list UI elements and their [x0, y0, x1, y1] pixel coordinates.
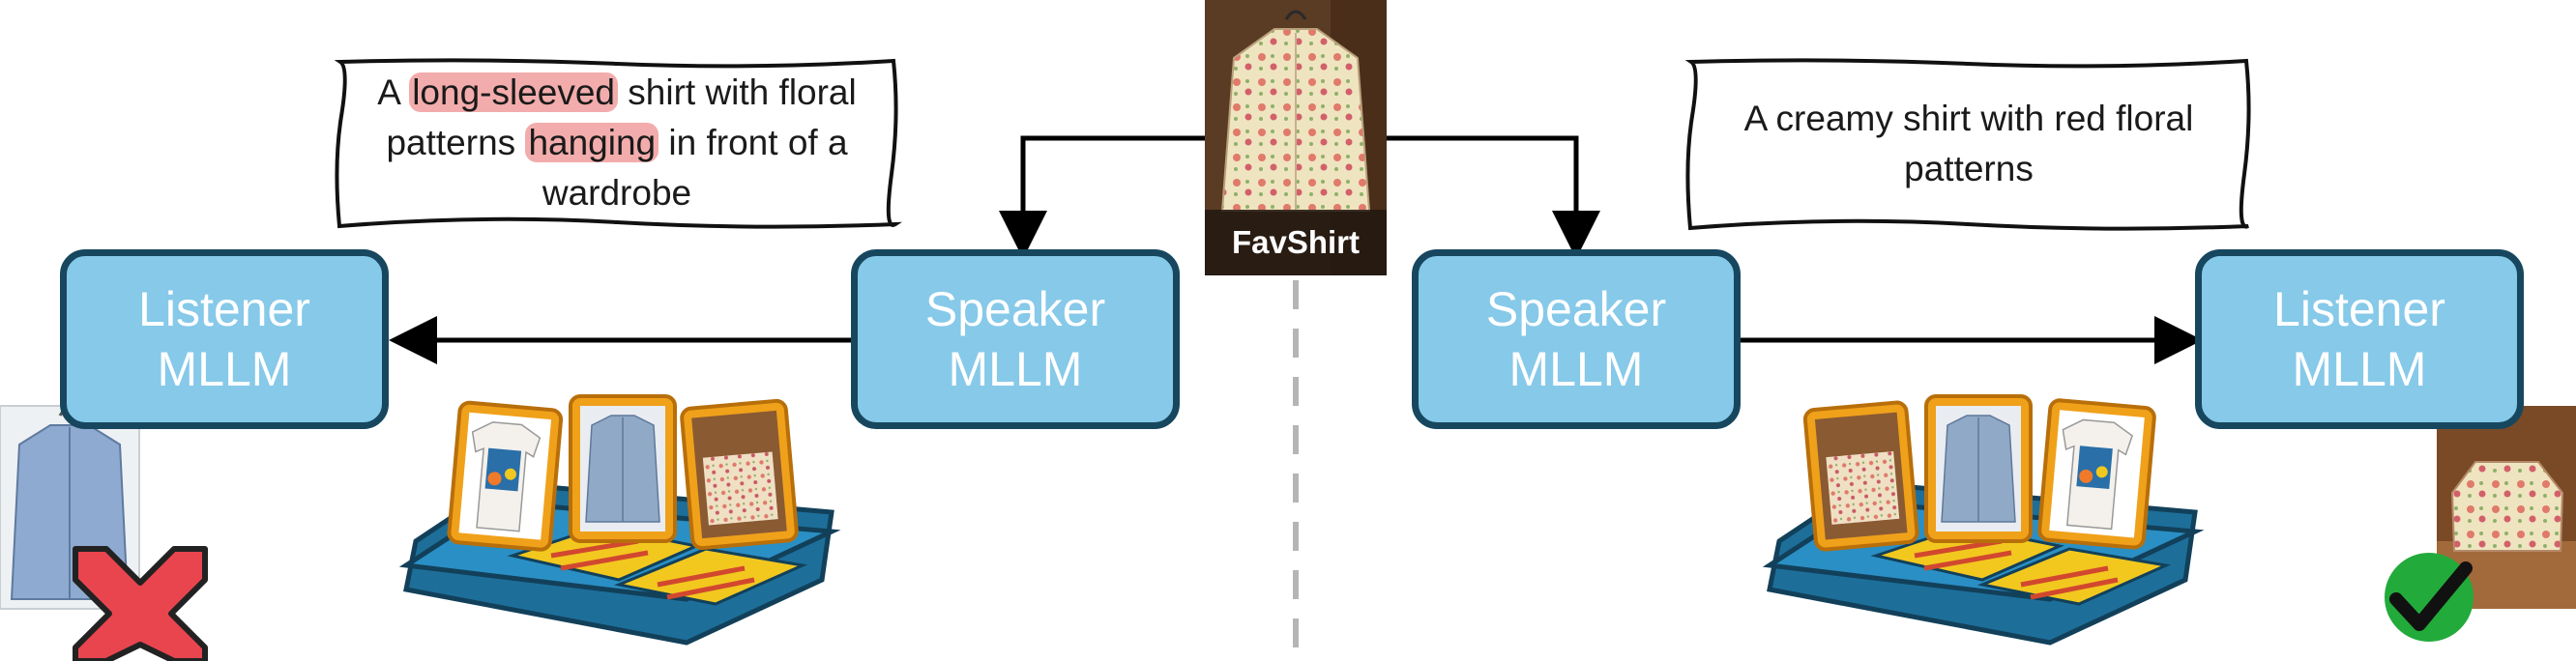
left-card-blue-shirt [569, 394, 677, 543]
right-speaker-box: Speaker MLLM [1412, 249, 1741, 429]
left-listener-box: Listener MLLM [60, 249, 389, 429]
caption-segment: A [377, 72, 410, 112]
target-image-label: FavShirt [1205, 210, 1387, 275]
right-speaker-line1: Speaker [1485, 282, 1667, 336]
right-speaker-line2: MLLM [1508, 342, 1644, 396]
left-card-tshirt [447, 400, 564, 552]
right-card-tshirt [2037, 398, 2156, 550]
left-caption-bubble: A long-sleeved shirt with floral pattern… [334, 58, 903, 229]
highlighted-phrase: hanging [525, 123, 659, 162]
left-listener-line1: Listener [138, 282, 310, 336]
caption-segment: shirt with floral patterns [386, 72, 857, 162]
right-listener-line2: MLLM [2292, 342, 2427, 396]
right-card-blue-shirt [1924, 394, 2033, 543]
left-caption-text: A long-sleeved shirt with floral pattern… [375, 68, 859, 218]
right-selected-image [2437, 406, 2576, 609]
left-speaker-line1: Speaker [924, 282, 1106, 336]
left-speaker-line2: MLLM [948, 342, 1083, 396]
caption-segment: in front of a wardrobe [542, 123, 848, 213]
left-listener-line2: MLLM [157, 342, 292, 396]
left-card-folded-floral-shirt [680, 398, 799, 551]
cross-mark-icon [73, 546, 208, 661]
right-caption-bubble: A creamy shirt with red floral patterns [1684, 58, 2251, 231]
arrow-image-to-right-speaker [1385, 135, 1600, 259]
left-speaker-box: Speaker MLLM [851, 249, 1180, 429]
right-card-folded-floral-shirt [1802, 400, 1919, 552]
highlighted-phrase: long-sleeved [409, 72, 618, 112]
target-image: FavShirt [1205, 0, 1387, 275]
right-listener-line1: Listener [2273, 282, 2445, 336]
right-listener-box: Listener MLLM [2195, 249, 2524, 429]
right-caption-text: A creamy shirt with red floral patterns [1743, 99, 2194, 188]
arrow-image-to-left-speaker [999, 135, 1207, 259]
check-mark-icon [2385, 553, 2474, 642]
